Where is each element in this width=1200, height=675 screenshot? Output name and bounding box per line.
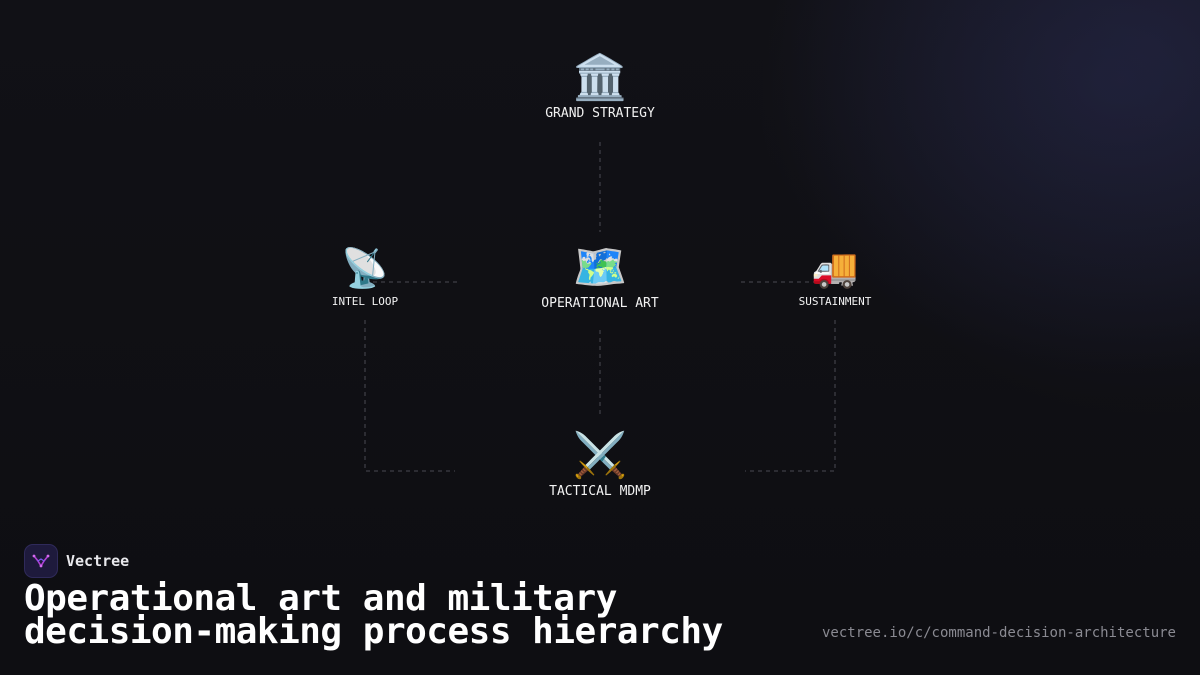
node-operational-art[interactable]: 🗺️ OPERATIONAL ART — [541, 242, 659, 312]
brand-name: Vectree — [66, 552, 130, 570]
node-grand-strategy[interactable]: 🏛️ GRAND STRATEGY — [545, 52, 655, 122]
page-title: Operational art and military decision-ma… — [24, 578, 723, 652]
source-url[interactable]: vectree.io/c/command-decision-architectu… — [821, 625, 1176, 641]
satellite-antenna-icon: 📡 — [341, 246, 389, 290]
brand[interactable]: Vectree — [24, 544, 129, 578]
world-map-icon: 🗺️ — [572, 242, 628, 293]
crossed-swords-icon: ⚔️ — [572, 430, 628, 481]
edge-sustainment-tactical-mdmp — [745, 320, 836, 472]
node-label: OPERATIONAL ART — [541, 296, 659, 311]
vectree-logo-icon — [24, 544, 58, 578]
node-sustainment[interactable]: 🚚 SUSTAINMENT — [799, 249, 872, 308]
node-label: TACTICAL MDMP — [549, 484, 651, 499]
node-intel-loop[interactable]: 📡 INTEL LOOP — [332, 249, 398, 308]
edge-intel-loop-tactical-mdmp — [364, 320, 455, 472]
node-tactical-mdmp[interactable]: ⚔️ TACTICAL MDMP — [549, 430, 651, 500]
node-label: GRAND STRATEGY — [545, 106, 655, 121]
node-label: INTEL LOOP — [331, 295, 399, 308]
classical-building-icon: 🏛️ — [572, 52, 628, 103]
node-label: SUSTAINMENT — [798, 295, 872, 308]
delivery-truck-icon: 🚚 — [811, 246, 859, 290]
background-glow — [760, 0, 1200, 460]
